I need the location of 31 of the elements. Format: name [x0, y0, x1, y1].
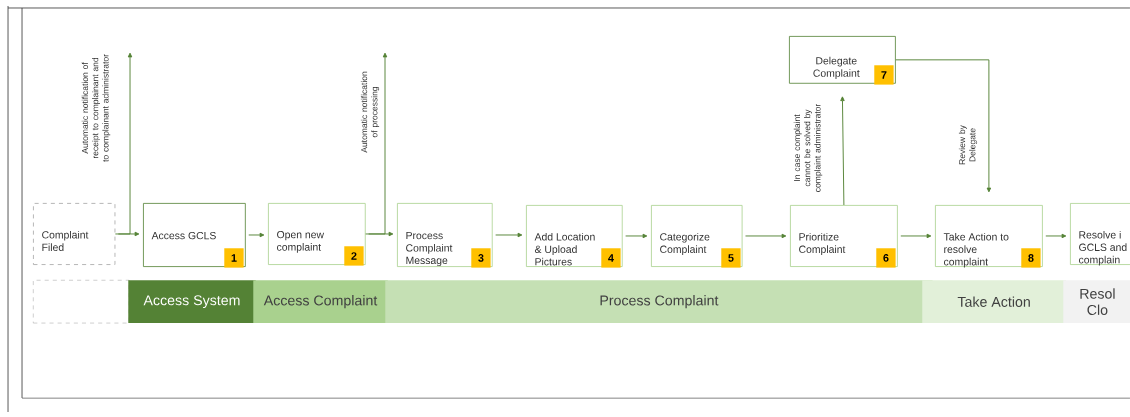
arrow — [495, 232, 523, 238]
phase-band: Process Complaint — [385, 280, 933, 324]
step-number-badge: 3 — [471, 248, 491, 268]
arrow — [248, 232, 265, 238]
start-box: Complaint Filed — [33, 203, 116, 265]
arrow — [1045, 233, 1067, 239]
arrow — [368, 231, 394, 237]
step-number-badge: 2 — [344, 246, 364, 266]
placeholder-box — [33, 280, 130, 324]
phase-band: Access System — [128, 280, 256, 324]
arrow — [895, 59, 992, 193]
step-number-badge: 6 — [876, 248, 896, 268]
step-number-badge: 7 — [874, 65, 894, 85]
step-number-badge: 8 — [1021, 248, 1041, 268]
arrow — [365, 52, 388, 235]
arrow — [114, 52, 133, 235]
arrow — [745, 233, 787, 239]
arrow — [840, 96, 845, 206]
step-number-badge: 4 — [601, 248, 621, 268]
phase-band: Resol Clo — [1063, 280, 1130, 324]
step-number-badge: 1 — [224, 248, 244, 268]
phase-band: Access Complaint — [253, 280, 388, 324]
arrow — [900, 233, 932, 239]
phase-band: Take Action — [922, 280, 1066, 324]
arrow — [625, 233, 648, 239]
process-box: Resolve i GCLS and complain — [1070, 203, 1130, 266]
edge-label: In case complaint cannot be solved by complaint administrator — [792, 98, 824, 198]
step-number-badge: 5 — [721, 248, 741, 268]
edge-label: Automatic notification of processing — [359, 50, 381, 174]
edge-label: Automatic notification of receipt to complainant and to complainant administrator — [80, 46, 112, 170]
edge-label: Review by Delegate — [957, 118, 979, 172]
